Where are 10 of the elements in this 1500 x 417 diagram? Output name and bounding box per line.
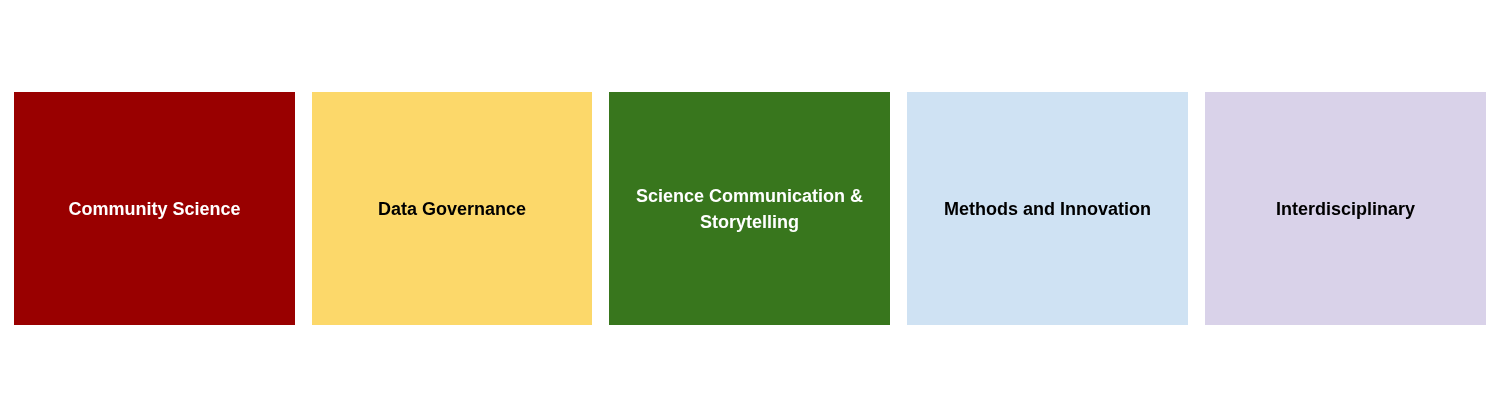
category-label: Science Communication & Storytelling (634, 184, 865, 234)
category-box (1205, 92, 1486, 325)
category-label: Interdisciplinary (1275, 197, 1415, 221)
category-box (609, 92, 890, 325)
category-label: Community Science (68, 197, 241, 221)
category-box (907, 92, 1188, 325)
category-label: Methods and Innovation (944, 197, 1151, 221)
category-label: Data Governance (377, 197, 527, 221)
category-box (312, 92, 592, 325)
category-box (14, 92, 295, 325)
